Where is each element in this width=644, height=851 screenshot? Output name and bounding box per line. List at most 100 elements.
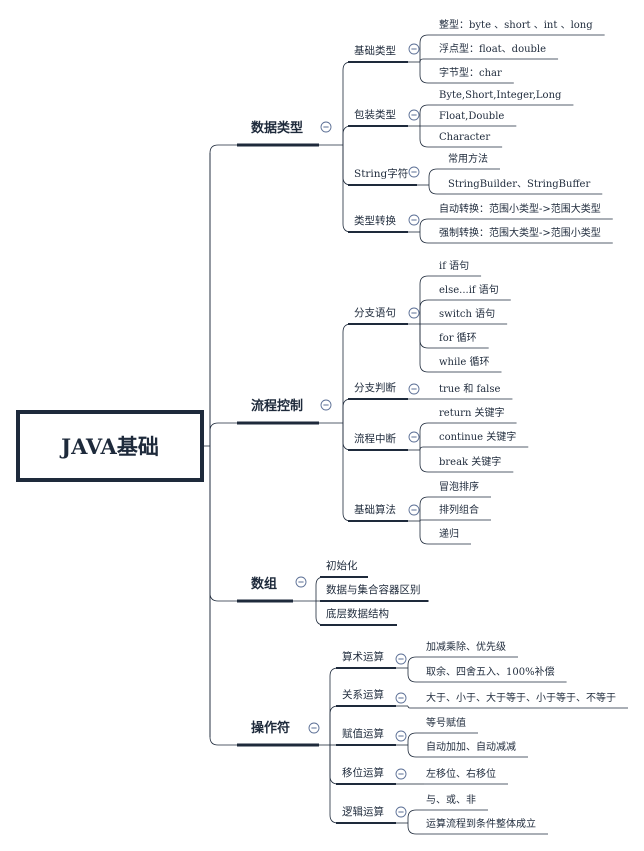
subtopic-node[interactable]: 初始化 [320, 559, 368, 578]
subtopic-label: 分支判断 [354, 381, 396, 394]
subtopic-node[interactable]: 分支判断 [348, 381, 408, 400]
leaf-node[interactable]: while 循环 [419, 324, 502, 373]
leaf-node[interactable]: 自动转换：范围小类型->范围大类型 [419, 202, 613, 232]
subtopic-node[interactable]: 逻辑运算 [336, 805, 396, 824]
leaf-node[interactable]: 加减乘除、优先级 [407, 640, 518, 668]
subtopic-node[interactable]: 关系运算 [336, 688, 396, 707]
leaf-node[interactable]: else...if 语句 [419, 283, 511, 324]
leaf-node[interactable]: return 关键字 [419, 406, 517, 450]
subtopic-label: 包装类型 [354, 108, 396, 121]
subtopic-collapse-toggle[interactable] [408, 214, 420, 226]
leaf-node[interactable]: 浮点型：float、double [419, 42, 559, 63]
subtopic-label: 关系运算 [342, 688, 384, 701]
leaf-node[interactable]: 与、或、非 [407, 794, 488, 823]
subtopic-collapse-toggle[interactable] [408, 166, 420, 178]
leaf-node[interactable]: true 和 false [420, 383, 513, 400]
leaf-node[interactable]: 等号赋值 [407, 716, 478, 745]
subtopic-node[interactable]: 分支语句 [348, 306, 408, 325]
subtopic-node[interactable]: 基础类型 [348, 44, 408, 63]
subtopic-2: 分支判断 true 和 false [342, 381, 513, 423]
leaf-node[interactable]: 左移位、右移位 [408, 767, 508, 785]
subtopic-label: 赋值运算 [342, 727, 384, 740]
topic-1: 数据类型 基础类型 整型：byte 、short 、int 、long 浮点型：flo… [209, 18, 613, 446]
subtopic-node[interactable]: 数据与集合容器区别 [320, 583, 429, 602]
subtopic-collapse-toggle[interactable] [408, 43, 420, 55]
leaf-connector [419, 324, 437, 349]
subtopic-node[interactable]: 包装类型 [348, 108, 408, 127]
subtopic-collapse-toggle[interactable] [408, 307, 420, 319]
subtopic-connector [342, 145, 352, 186]
leaf-node[interactable]: 排列组合 [419, 503, 491, 522]
leaf-node[interactable]: 常用方法 [428, 152, 500, 185]
leaf-label: break 关键字 [439, 455, 501, 468]
leaf-label: 取余、四舍五入、100%补偿 [426, 665, 555, 678]
subtopic-label: 底层数据结构 [326, 607, 389, 620]
subtopic-collapse-toggle[interactable] [408, 504, 420, 516]
leaf-node[interactable]: 字节型：char [419, 62, 514, 84]
subtopic-node[interactable]: 赋值运算 [336, 727, 396, 746]
subtopic-label: 基础算法 [354, 503, 396, 516]
topic-collapse-toggle[interactable] [295, 576, 307, 588]
leaf-node[interactable]: 递归 [419, 521, 471, 545]
subtopic-collapse-toggle[interactable] [395, 653, 407, 665]
leaf-node[interactable]: break 关键字 [419, 450, 514, 473]
leaf-label: 字节型：char [439, 66, 502, 79]
topic-node[interactable]: 数据类型 [237, 120, 319, 147]
leaf-node[interactable]: 整型：byte 、short 、int 、long [419, 18, 605, 62]
leaf-node[interactable]: StringBuilder、StringBuffer [428, 179, 603, 195]
leaf-label: switch 语句 [439, 307, 495, 320]
subtopic-node[interactable]: 类型转换 [348, 214, 408, 233]
subtopic-label: 数据与集合容器区别 [326, 583, 421, 596]
subtopic-collapse-toggle[interactable] [408, 383, 420, 395]
subtopic-node[interactable]: 底层数据结构 [320, 607, 397, 626]
leaf-node[interactable]: 大于、小于、大于等于、小于等于、不等于 [407, 691, 628, 709]
topic-collapse-toggle[interactable] [308, 722, 320, 734]
leaf-node[interactable]: if 语句 [419, 259, 482, 324]
leaf-node[interactable]: 强制转换：范围大类型->范围小类型 [419, 226, 613, 244]
leaf-connector [428, 168, 446, 185]
leaf-node[interactable]: 冒泡排序 [419, 480, 491, 521]
root-node[interactable]: JAVA基础 [16, 410, 204, 482]
leaf-connector [419, 519, 437, 522]
leaf-connector [419, 275, 437, 324]
topic-collapse-toggle[interactable] [320, 121, 332, 133]
leaf-node[interactable]: 取余、四舍五入、100%补偿 [407, 665, 567, 683]
leaf-label: for 循环 [439, 331, 477, 344]
subtopic-collapse-toggle[interactable] [395, 806, 407, 818]
leaf-node[interactable]: for 循环 [419, 324, 489, 349]
subtopic-node[interactable]: String字符 [348, 167, 417, 186]
subtopic-label: 分支语句 [354, 306, 396, 319]
subtopic-collapse-toggle[interactable] [395, 768, 407, 780]
topic-label: 流程控制 [251, 398, 303, 414]
subtopic-node[interactable]: 移位运算 [336, 766, 396, 785]
subtopic-1: 初始化 [315, 559, 368, 601]
leaf-node[interactable]: 运算流程到条件整体成立 [407, 817, 548, 835]
topic-node[interactable]: 流程控制 [237, 398, 319, 425]
leaf-label: 整型：byte 、short 、int 、long [439, 18, 593, 31]
leaf-label: 递归 [439, 527, 459, 540]
subtopic-label: 基础类型 [354, 44, 396, 57]
leaf-node[interactable]: continue 关键字 [419, 430, 529, 451]
leaf-node[interactable]: switch 语句 [420, 307, 508, 325]
subtopic-collapse-toggle[interactable] [408, 109, 420, 121]
leaf-node[interactable]: 自动加加、自动减减 [407, 740, 528, 758]
leaf-label: 强制转换：范围大类型->范围小类型 [439, 226, 601, 239]
subtopic-label: 算术运算 [342, 650, 384, 663]
subtopic-node[interactable]: 基础算法 [348, 503, 408, 522]
leaf-node[interactable]: Byte,Short,Integer,Long [419, 90, 574, 126]
subtopic-node[interactable]: 算术运算 [336, 650, 396, 669]
topic-node[interactable]: 操作符 [237, 720, 319, 747]
leaf-node[interactable]: Float,Double [420, 111, 517, 127]
subtopic-node[interactable]: 流程中断 [348, 432, 408, 451]
topic-collapse-toggle[interactable] [320, 399, 332, 411]
leaf-node[interactable]: Character [419, 126, 503, 148]
subtopic-collapse-toggle[interactable] [395, 692, 407, 704]
subtopic-collapse-toggle[interactable] [395, 730, 407, 742]
topic-node[interactable]: 数组 [237, 576, 293, 603]
leaf-label: 自动转换：范围小类型->范围大类型 [439, 202, 601, 215]
leaf-label: true 和 false [439, 383, 501, 395]
subtopic-collapse-toggle[interactable] [408, 431, 420, 443]
